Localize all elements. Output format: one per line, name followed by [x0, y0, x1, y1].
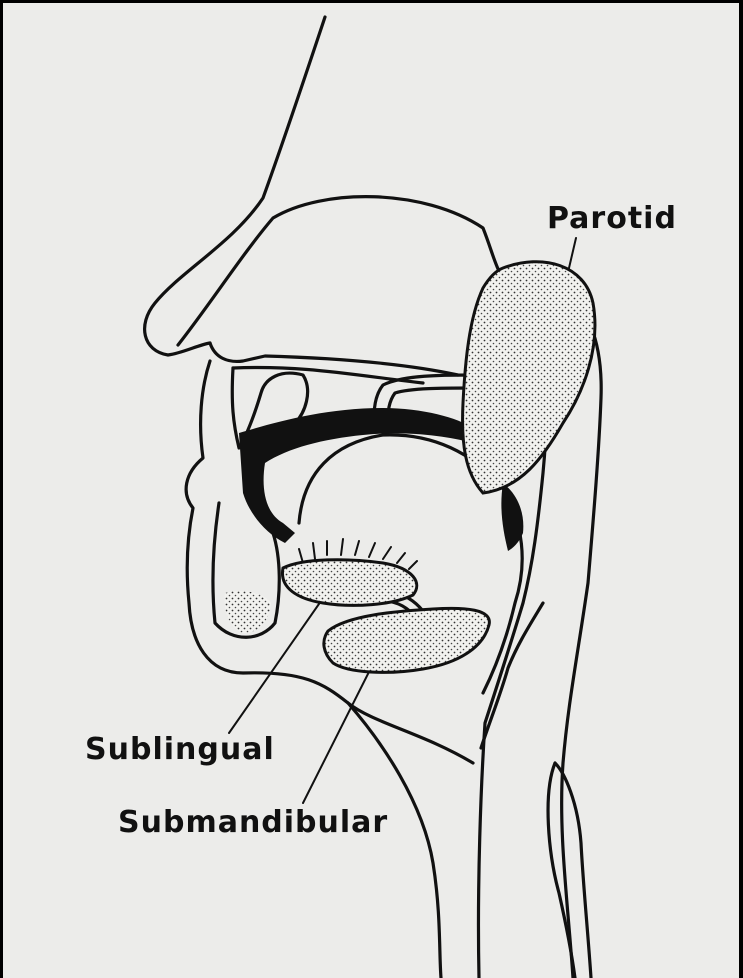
diagram-slide: Parotid Sublingual Submandibular: [3, 3, 739, 978]
larynx-outline: [548, 763, 591, 978]
face-profile-outline: [145, 17, 325, 355]
parotid-gland: [463, 262, 595, 493]
soft-palate-dark-band: [239, 408, 473, 543]
upper-lip-outline: [210, 343, 458, 375]
label-parotid: Parotid: [547, 204, 677, 234]
submandibular-gland: [324, 608, 490, 672]
sublingual-gland: [282, 560, 416, 606]
label-submandibular: Submandibular: [118, 808, 388, 838]
label-sublingual: Sublingual: [85, 735, 275, 765]
lower-gum-stipple: [225, 591, 271, 633]
neck-front-outline: [348, 703, 441, 978]
nasal-cavity-outline: [178, 197, 501, 345]
